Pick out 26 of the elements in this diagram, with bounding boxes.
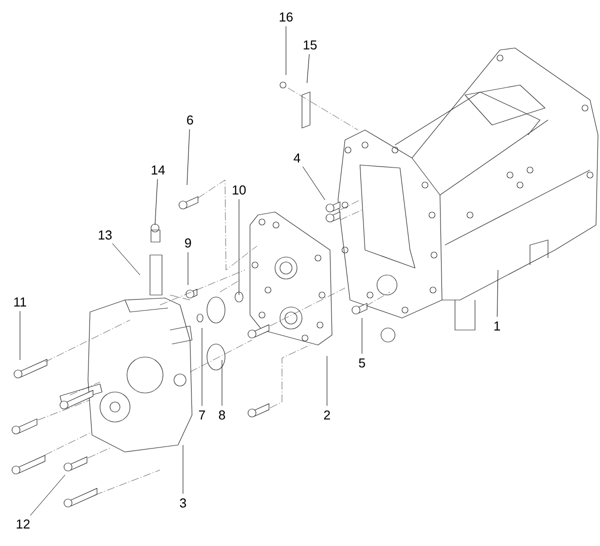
callout-number: 1 [494,322,500,330]
leader-line [306,54,310,84]
callout-number: 5 [358,358,366,368]
leader-line [302,166,326,200]
callout-number: 13 [98,230,112,240]
callout-number: 2 [324,410,330,420]
leader-line [238,199,240,296]
callout-number: 15 [304,40,317,50]
callout-number: 7 [199,410,205,420]
leader-line [496,270,498,318]
callout-number: 6 [187,115,194,125]
leader-line [326,356,328,406]
leader-line [112,243,140,276]
callout-number: 16 [280,12,293,22]
callout-number: 3 [180,498,186,508]
leader-line [182,444,184,494]
callout-number: 8 [218,410,226,420]
callout-number: 9 [185,238,191,248]
leader-line [30,474,66,516]
callout-number: 10 [232,185,246,195]
callout-number: 12 [16,519,30,529]
callout-number: 14 [152,166,165,174]
callout-number: 11 [14,298,26,306]
callout-number: 4 [294,154,300,162]
leader-line [154,178,158,226]
leader-line [186,129,190,186]
